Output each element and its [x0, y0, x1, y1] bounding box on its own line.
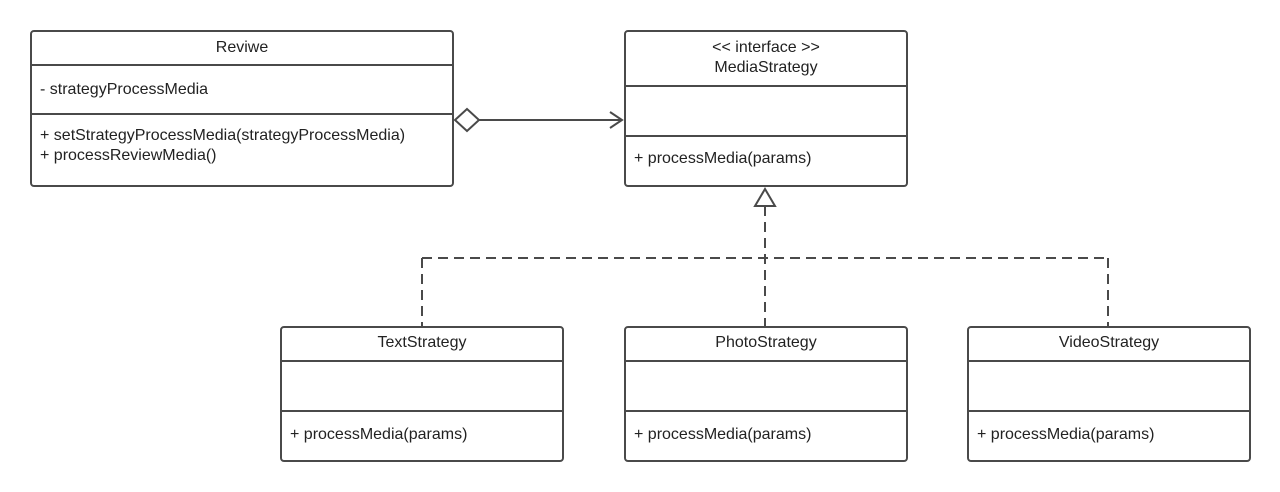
- attributes-section: [969, 362, 1249, 412]
- stereotype-label: << interface >>: [712, 39, 820, 56]
- methods-section: + setStrategyProcessMedia(strategyProces…: [32, 115, 452, 185]
- class-name-section: PhotoStrategy: [626, 328, 906, 362]
- class-photo-strategy: PhotoStrategy + processMedia(params): [624, 326, 908, 462]
- methods-section: + processMedia(params): [282, 412, 562, 460]
- methods-section: + processMedia(params): [626, 412, 906, 460]
- class-reviwe: Reviwe - strategyProcessMedia + setStrat…: [30, 30, 454, 187]
- methods-section: + processMedia(params): [626, 137, 906, 185]
- interface-media-strategy: << interface >> MediaStrategy + processM…: [624, 30, 908, 187]
- aggregation-arrowhead: [609, 111, 624, 129]
- aggregation-diamond: [453, 107, 481, 133]
- method: + processMedia(params): [977, 426, 1155, 443]
- attributes-section: [626, 362, 906, 412]
- class-name: Reviwe: [215, 39, 269, 56]
- class-name: PhotoStrategy: [715, 334, 817, 351]
- aggregation-connector: [453, 107, 624, 133]
- class-name-section: Reviwe: [32, 32, 452, 66]
- method: + setStrategyProcessMedia(strategyProces…: [40, 127, 406, 144]
- attributes-section: [626, 87, 906, 137]
- attribute: - strategyProcessMedia: [40, 81, 209, 98]
- class-name: TextStrategy: [377, 334, 467, 351]
- class-text-strategy: TextStrategy + processMedia(params): [280, 326, 564, 462]
- class-name-section: VideoStrategy: [969, 328, 1249, 362]
- class-name: MediaStrategy: [714, 59, 818, 76]
- class-name: VideoStrategy: [1058, 334, 1160, 351]
- attributes-section: [282, 362, 562, 412]
- class-name-section: TextStrategy: [282, 328, 562, 362]
- class-video-strategy: VideoStrategy + processMedia(params): [967, 326, 1251, 462]
- realization-connectors: [421, 187, 1109, 326]
- attributes-section: - strategyProcessMedia: [32, 66, 452, 115]
- realization-triangle: [753, 187, 777, 207]
- method: + processMedia(params): [634, 150, 812, 167]
- class-name-section: << interface >> MediaStrategy: [626, 32, 906, 87]
- methods-section: + processMedia(params): [969, 412, 1249, 460]
- method: + processReviewMedia(): [40, 147, 217, 164]
- method: + processMedia(params): [290, 426, 468, 443]
- method: + processMedia(params): [634, 426, 812, 443]
